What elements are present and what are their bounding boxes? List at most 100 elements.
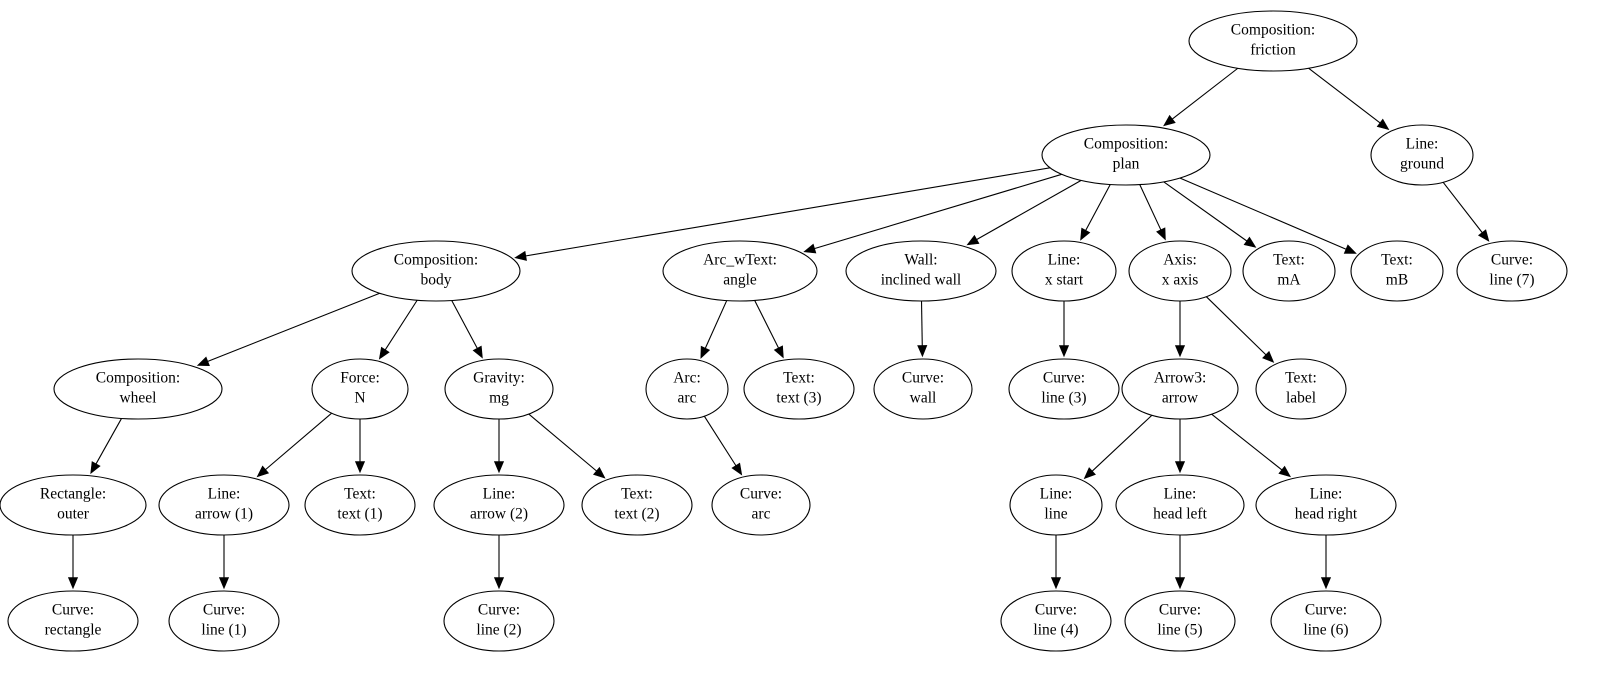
node-ellipse-text3[interactable] (743, 358, 855, 420)
graph-node-line1[interactable]: Curve:line (1) (168, 590, 280, 652)
node-ellipse-text1[interactable] (304, 474, 416, 536)
node-label-type-headleft: Line: (1164, 486, 1197, 503)
edge-arrowhead (472, 345, 483, 359)
node-ellipse-mB[interactable] (1350, 240, 1444, 302)
graph-node-ground[interactable]: Line:ground (1370, 124, 1474, 186)
node-label-type-rectangle: Curve: (52, 602, 94, 619)
node-ellipse-body[interactable] (351, 240, 521, 302)
edge-arrowhead (1174, 461, 1186, 474)
node-label-type-xstart: Line: (1048, 252, 1081, 269)
graph-node-wheel[interactable]: Composition:wheel (53, 358, 223, 420)
graph-node-xstart[interactable]: Line:x start (1011, 240, 1117, 302)
edge-line (1442, 181, 1484, 235)
graph-node-rectangle[interactable]: Curve:rectangle (7, 590, 139, 652)
graph-node-angle[interactable]: Arc_wText:angle (662, 240, 818, 302)
graph-node-outer[interactable]: Rectangle:outer (0, 474, 147, 536)
node-ellipse-headright[interactable] (1255, 474, 1397, 536)
node-ellipse-mA[interactable] (1242, 240, 1336, 302)
graph-node-line3[interactable]: Curve:line (3) (1008, 358, 1120, 420)
graph-node-curvearc[interactable]: Curve:arc (711, 474, 811, 536)
node-label-type-line2: Curve: (478, 602, 520, 619)
node-ellipse-line2[interactable] (443, 590, 555, 652)
graph-node-forceN[interactable]: Force:N (311, 358, 409, 420)
node-label-name-line5: line (5) (1157, 622, 1202, 639)
node-ellipse-wall[interactable] (873, 358, 973, 420)
node-ellipse-angle[interactable] (662, 240, 818, 302)
edge-arrowhead (1156, 227, 1166, 241)
edge-arrowhead (90, 461, 101, 475)
graph-node-line6[interactable]: Curve:line (6) (1270, 590, 1382, 652)
edge-gravitymg-to-arrow2 (493, 419, 505, 474)
graph-node-label[interactable]: Text:label (1255, 358, 1347, 420)
node-ellipse-rectangle[interactable] (7, 590, 139, 652)
edge-arrow3-to-headright (1211, 413, 1291, 478)
node-label-type-lineline: Line: (1040, 486, 1073, 503)
node-ellipse-line6[interactable] (1270, 590, 1382, 652)
node-ellipse-plan[interactable] (1041, 124, 1211, 186)
node-ellipse-forceN[interactable] (311, 358, 409, 420)
graph-node-line2[interactable]: Curve:line (2) (443, 590, 555, 652)
graph-node-line4[interactable]: Curve:line (4) (1000, 590, 1112, 652)
edge-line (1090, 414, 1153, 473)
edge-arrowhead (196, 356, 210, 366)
node-ellipse-text2[interactable] (581, 474, 693, 536)
node-ellipse-xaxis[interactable] (1128, 240, 1232, 302)
node-ellipse-gravitymg[interactable] (444, 358, 554, 420)
graph-node-headright[interactable]: Line:head right (1255, 474, 1397, 536)
node-ellipse-line5[interactable] (1124, 590, 1236, 652)
node-label-name-body: body (421, 272, 452, 289)
node-ellipse-arrow2[interactable] (433, 474, 565, 536)
node-label-type-wheel: Composition: (96, 370, 180, 387)
graph-node-mA[interactable]: Text:mA (1242, 240, 1336, 302)
edge-arrow2-to-line2 (493, 535, 505, 590)
node-ellipse-ground[interactable] (1370, 124, 1474, 186)
graph-node-inclinedwall[interactable]: Wall:inclined wall (845, 240, 997, 302)
graph-node-mB[interactable]: Text:mB (1350, 240, 1444, 302)
node-ellipse-line7[interactable] (1456, 240, 1568, 302)
graph-node-arc[interactable]: Arc:arc (645, 358, 729, 420)
graph-node-line5[interactable]: Curve:line (5) (1124, 590, 1236, 652)
node-ellipse-xstart[interactable] (1011, 240, 1117, 302)
node-ellipse-inclinedwall[interactable] (845, 240, 997, 302)
edge-line (1084, 184, 1111, 233)
node-ellipse-lineline[interactable] (1009, 474, 1103, 536)
graph-node-headleft[interactable]: Line:head left (1115, 474, 1245, 536)
edge-arrowhead (493, 577, 505, 590)
graph-node-plan[interactable]: Composition:plan (1041, 124, 1211, 186)
node-ellipse-arrow1[interactable] (158, 474, 290, 536)
edge-arrowhead (1278, 465, 1291, 478)
node-ellipse-line1[interactable] (168, 590, 280, 652)
graph-node-arrow2[interactable]: Line:arrow (2) (433, 474, 565, 536)
node-ellipse-curvearc[interactable] (711, 474, 811, 536)
node-label-type-mB: Text: (1381, 252, 1413, 269)
edge-arrowhead (1083, 467, 1096, 480)
edge-line (523, 167, 1051, 257)
edge-arrowhead (256, 465, 270, 478)
graph-node-wall[interactable]: Curve:wall (873, 358, 973, 420)
edge-plan-to-xaxis (1139, 184, 1166, 241)
node-ellipse-label[interactable] (1255, 358, 1347, 420)
node-ellipse-line3[interactable] (1008, 358, 1120, 420)
graph-node-text2[interactable]: Text:text (2) (581, 474, 693, 536)
graph-node-xaxis[interactable]: Axis:x axis (1128, 240, 1232, 302)
graph-node-line7[interactable]: Curve:line (7) (1456, 240, 1568, 302)
graph-node-gravitymg[interactable]: Gravity:mg (444, 358, 554, 420)
node-ellipse-line4[interactable] (1000, 590, 1112, 652)
graph-node-arrow1[interactable]: Line:arrow (1) (158, 474, 290, 536)
node-ellipse-arrow3[interactable] (1121, 358, 1239, 420)
node-ellipse-friction[interactable] (1188, 10, 1358, 72)
graph-node-friction[interactable]: Composition:friction (1188, 10, 1358, 72)
nodes-layer: Composition:frictionComposition:planLine… (0, 10, 1568, 652)
graph-node-lineline[interactable]: Line:line (1009, 474, 1103, 536)
edge-xaxis-to-label (1205, 296, 1275, 363)
graph-node-body[interactable]: Composition:body (351, 240, 521, 302)
graph-node-text3[interactable]: Text:text (3) (743, 358, 855, 420)
node-ellipse-arc[interactable] (645, 358, 729, 420)
edge-line (920, 300, 923, 348)
graph-node-arrow3[interactable]: Arrow3:arrow (1121, 358, 1239, 420)
node-ellipse-wheel[interactable] (53, 358, 223, 420)
graph-node-text1[interactable]: Text:text (1) (304, 474, 416, 536)
node-ellipse-outer[interactable] (0, 474, 147, 536)
edge-line (94, 418, 122, 466)
node-ellipse-headleft[interactable] (1115, 474, 1245, 536)
